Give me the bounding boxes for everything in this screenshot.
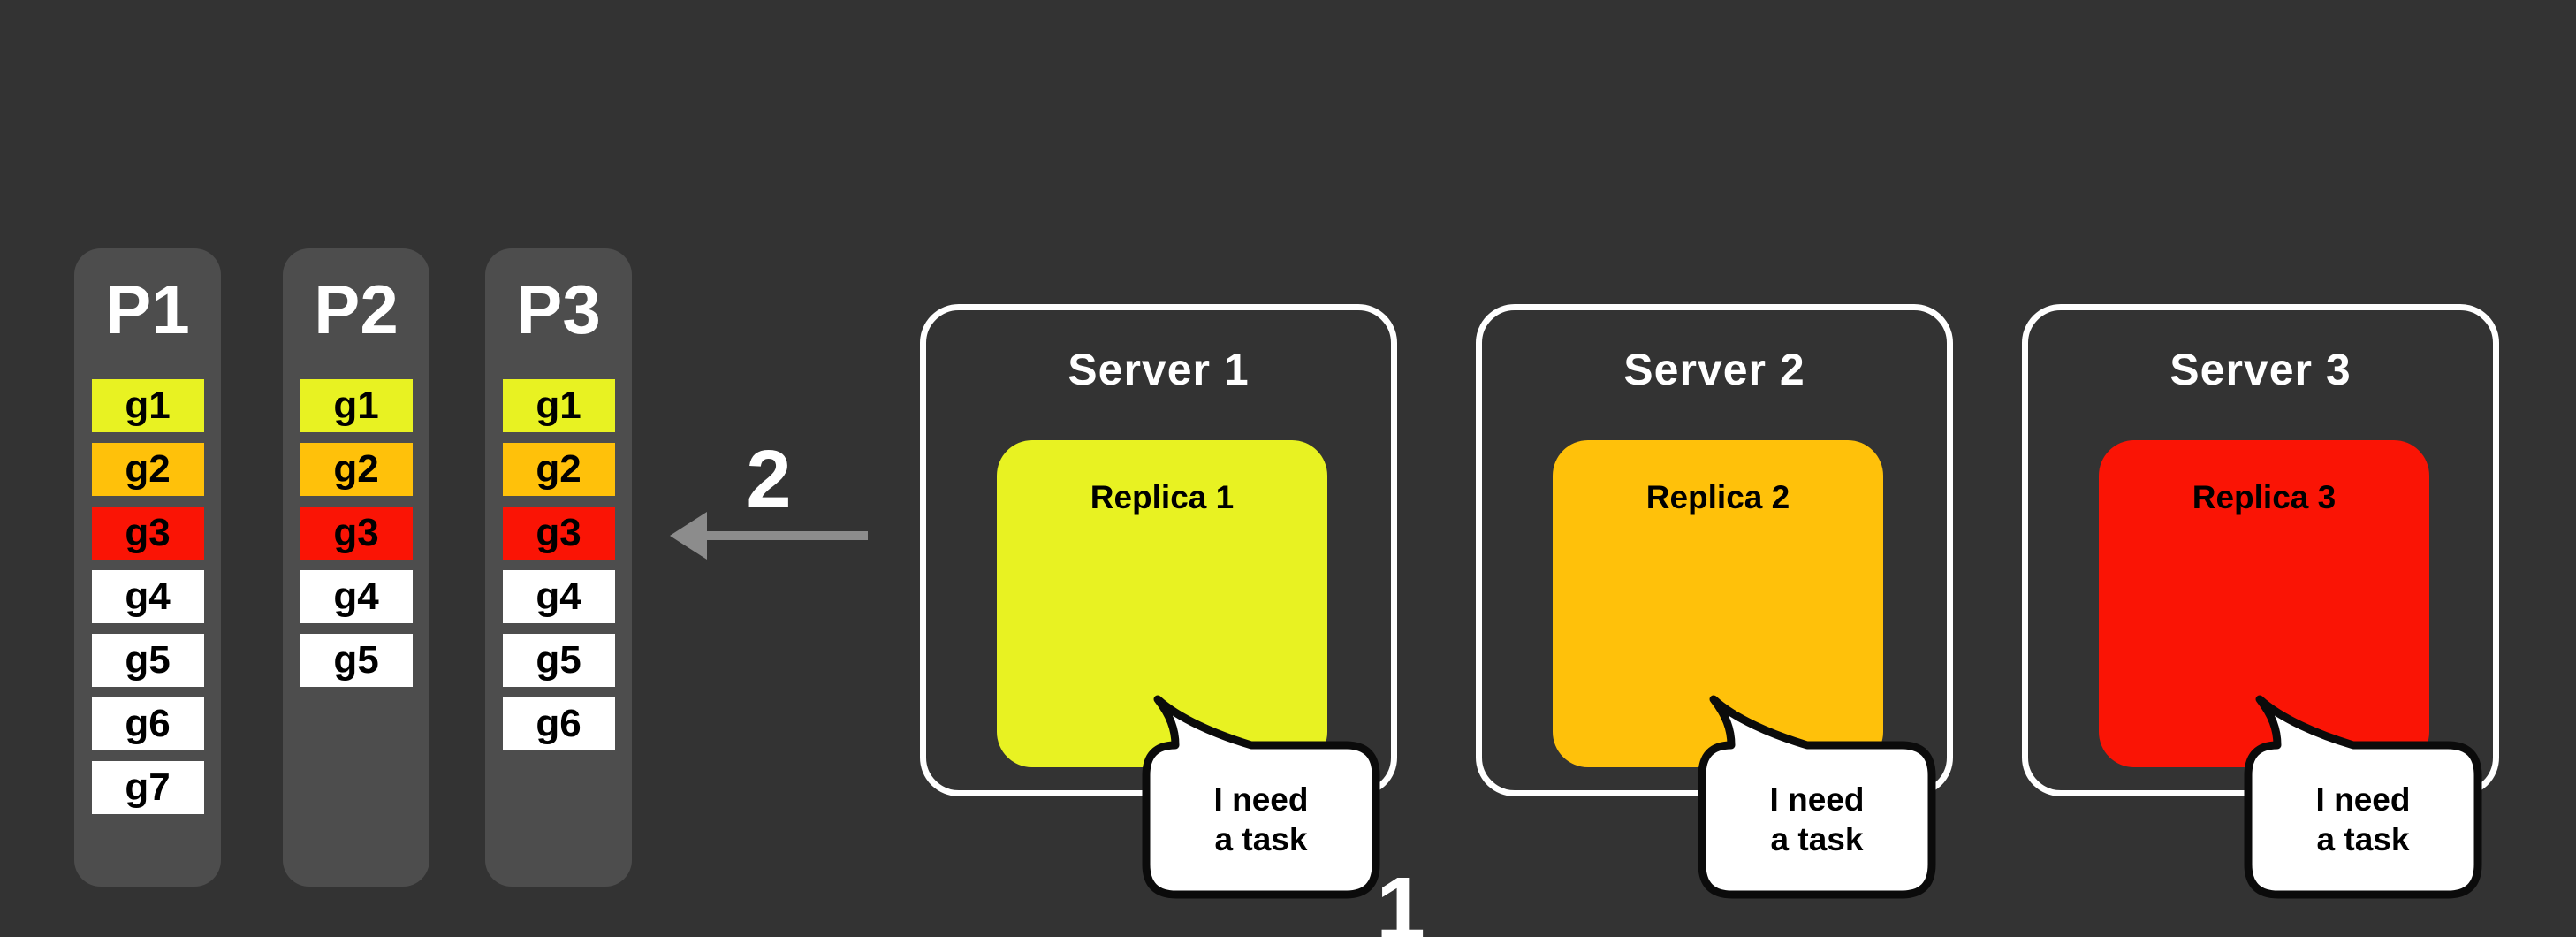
speech-bubble	[1698, 695, 1936, 899]
speech-bubble-text: I need a task	[2248, 745, 2478, 895]
task-cell: g5	[300, 634, 413, 687]
task-cell: g7	[91, 761, 204, 814]
partition-p2: P2 g1 g2 g3 g4 g5	[283, 248, 429, 887]
task-cell: g4	[502, 570, 615, 623]
speech-bubble-line: I need	[1769, 781, 1865, 819]
task-cell: g2	[502, 443, 615, 496]
task-cell: g4	[300, 570, 413, 623]
speech-bubble	[2244, 695, 2482, 899]
task-cell: g1	[300, 379, 413, 432]
replica-1-label: Replica 1	[1090, 479, 1235, 515]
task-cell: g2	[300, 443, 413, 496]
partition-p3: P3 g1 g2 g3 g4 g5 g6	[485, 248, 632, 887]
server-2-title: Server 2	[1623, 345, 1805, 394]
server-1-title: Server 1	[1068, 345, 1250, 394]
speech-bubble-text: I need a task	[1146, 745, 1376, 895]
speech-bubble-line: a task	[2316, 820, 2410, 857]
task-cell: g1	[91, 379, 204, 432]
server-1-box: Server 1 Replica 1 I need a task	[920, 304, 1397, 899]
replica-2-label: Replica 2	[1645, 479, 1790, 515]
task-cell: g5	[91, 634, 204, 687]
speech-bubble-line: a task	[1770, 820, 1864, 857]
step-1-label: 1	[1376, 859, 1425, 937]
task-cell: g3	[300, 507, 413, 560]
speech-bubble-line: a task	[1214, 820, 1308, 857]
speech-bubble-shape	[2244, 695, 2482, 899]
server-2-box: Server 2 Replica 2 I need a task	[1476, 304, 1953, 899]
replica-3-label: Replica 3	[2192, 479, 2337, 515]
partition-p3-task-list: g1 g2 g3 g4 g5 g6	[485, 379, 632, 750]
task-cell: g6	[502, 697, 615, 750]
server-3-title: Server 3	[2169, 345, 2352, 394]
task-cell: g3	[91, 507, 204, 560]
partition-p1-title: P1	[105, 270, 190, 348]
replica-2-box: Replica 2	[1553, 440, 1883, 767]
partition-p3-title: P3	[516, 270, 601, 348]
server-3-box: Server 3 Replica 3 I need a task	[2022, 304, 2499, 899]
partition-p2-title: P2	[314, 270, 399, 348]
task-cell: g4	[91, 570, 204, 623]
speech-bubble-line: I need	[1213, 781, 1309, 819]
partition-p1: P1 g1 g2 g3 g4 g5 g6 g7	[74, 248, 221, 887]
speech-bubble-text: I need a task	[1702, 745, 1932, 895]
task-cell: g6	[91, 697, 204, 750]
speech-bubble-shape	[1142, 695, 1380, 899]
step-2-label: 2	[746, 434, 792, 524]
partition-p1-task-list: g1 g2 g3 g4 g5 g6 g7	[74, 379, 221, 814]
speech-bubble-shape	[1698, 695, 1936, 899]
partition-p2-task-list: g1 g2 g3 g4 g5	[283, 379, 429, 687]
task-cell: g1	[502, 379, 615, 432]
speech-bubble	[1142, 695, 1380, 899]
task-cell: g2	[91, 443, 204, 496]
speech-bubble-line: I need	[2315, 781, 2411, 819]
replica-3-box: Replica 3	[2099, 440, 2429, 767]
arrow-left-line	[703, 531, 868, 540]
task-cell: g5	[502, 634, 615, 687]
task-cell: g3	[502, 507, 615, 560]
arrow-left-icon	[670, 512, 707, 560]
